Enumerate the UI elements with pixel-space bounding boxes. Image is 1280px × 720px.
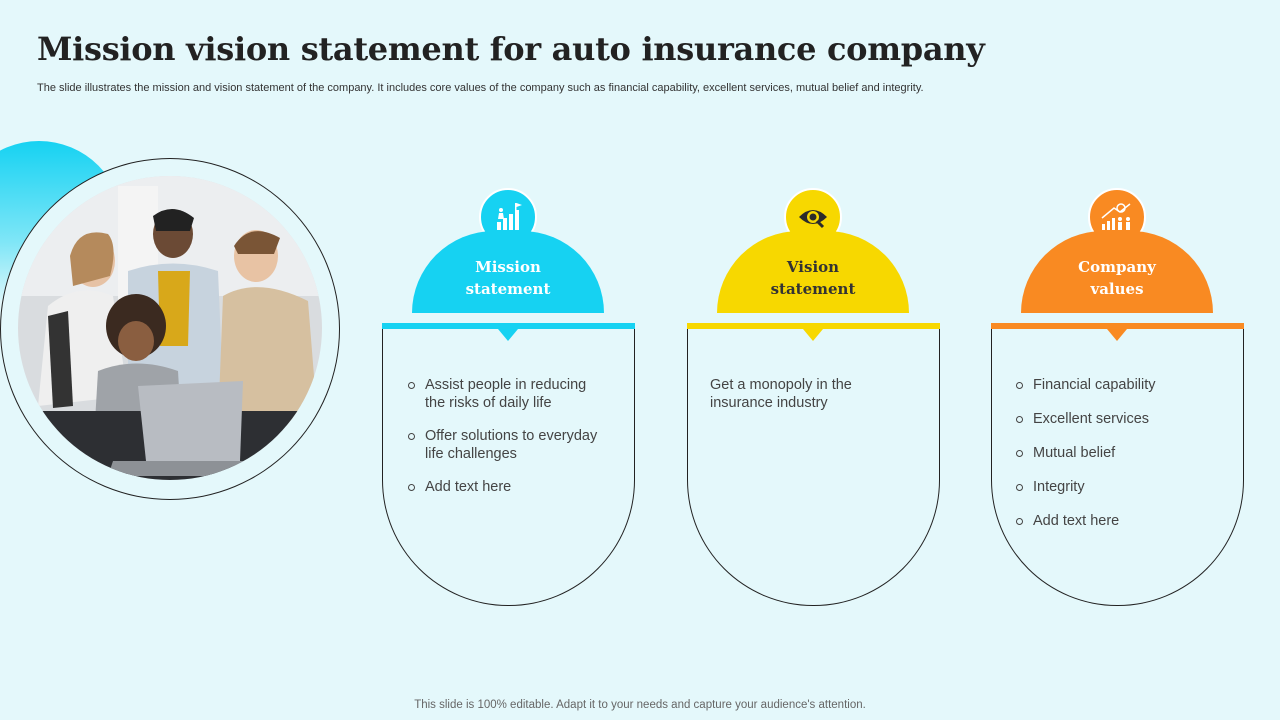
vision-accent-bar [687,323,940,329]
mission-heading: Mission statement [465,258,551,298]
mission-accent-bar [382,323,635,329]
vision-heading-dome: Vision statement [717,231,909,313]
list-item: Assist people in reducing the risks of d… [407,376,607,412]
slide-footer: This slide is 100% editable. Adapt it to… [414,699,866,711]
slide-subtitle: The slide illustrates the mission and vi… [37,82,924,94]
list-item: Financial capability [1015,376,1215,394]
vision-content-box [687,323,940,606]
slide-title: Mission vision statement for auto insura… [37,30,985,68]
mission-heading-dome: Mission statement [412,231,604,313]
mission-content-box [382,323,635,606]
list-item: Mutual belief [1015,444,1215,462]
list-item: Offer solutions to everyday life challen… [407,427,607,463]
values-content-box [991,323,1244,606]
vision-pointer [803,329,823,341]
list-item: Integrity [1015,478,1215,496]
values-heading: Company values [1078,258,1156,298]
values-heading-dome: Company values [1021,231,1213,313]
values-accent-bar [991,323,1244,329]
values-pointer [1107,329,1127,341]
mission-pointer [498,329,518,341]
list-item: Excellent services [1015,410,1215,428]
list-item: Add text here [407,478,607,496]
mission-list: Assist people in reducing the risks of d… [407,376,607,511]
values-list: Financial capability Excellent services … [1015,376,1215,546]
vision-heading: Vision statement [770,258,856,298]
list-item: Add text here [1015,512,1215,530]
team-photo [18,176,322,480]
vision-text: Get a monopoly in the insurance industry [710,377,852,411]
